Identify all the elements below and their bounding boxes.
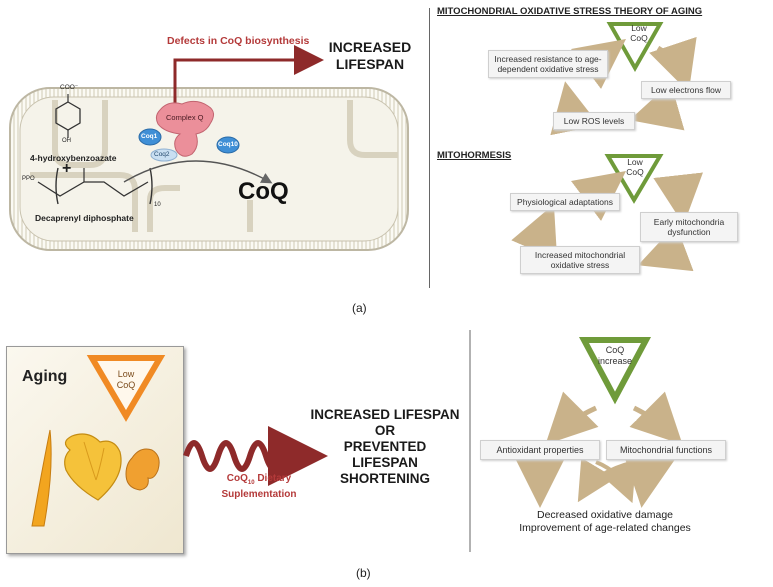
reaction-arrow (123, 160, 273, 184)
result-age-related: Improvement of age-related changes (519, 522, 691, 534)
supplement-dietary: Dietary (254, 473, 292, 484)
supplement-label: CoQ10 Dietary Suplementation (214, 473, 304, 501)
theory-triangle-line1: Low (631, 23, 647, 33)
coq1-label: Coq1 (141, 133, 158, 140)
aging-triangle-label: Low CoQ (104, 369, 148, 391)
molecule2-ppo: PPO (22, 176, 35, 182)
caption-b: (b) (356, 566, 371, 580)
outcome-line4: LIFESPAN (352, 455, 418, 470)
outcome-line2: OR (374, 423, 396, 438)
mitohormesis-title: MITOHORMESIS (437, 150, 512, 161)
defects-label: Defects in CoQ biosynthesis (167, 35, 310, 47)
supplement-coq-sub: 10 (247, 480, 255, 486)
coq-increase-label: CoQ increase (592, 345, 638, 367)
box-mitochondrial: Mitochondrial functions (606, 440, 726, 460)
outcome-line5: SHORTENING (339, 471, 430, 486)
increased-lifespan-a: INCREASED LIFESPAN (320, 39, 420, 73)
theory-box-ros: Low ROS levels (553, 112, 635, 130)
heart-icon (64, 433, 122, 501)
supplement-line2: Suplementation (221, 489, 297, 500)
coq10-label: Coq10 (218, 141, 238, 148)
mitohormesis-box-dysfunction: Early mitochondria dysfunction (640, 212, 738, 242)
coq10-icon (216, 136, 240, 154)
separator-top (429, 8, 430, 288)
coq-increase-line2: increase (597, 356, 633, 366)
molecule2-sub: 10 (154, 202, 161, 208)
aging-triangle-line2: CoQ (116, 380, 136, 390)
coq2-label: Coq2 (154, 151, 170, 158)
mitohormesis-box-stress: Increased mitochondrial oxidative stress (520, 246, 640, 274)
outcome-text: INCREASED LIFESPAN OR PREVENTED LIFESPAN… (310, 407, 460, 487)
molecule1-coo: COO⁻ (60, 84, 79, 91)
supplement-coq: CoQ (226, 473, 248, 484)
theory-box-resistance: Increased resistance to age-dependent ox… (488, 50, 608, 78)
coq-increase-triangle (578, 337, 652, 405)
coq2-icon (150, 148, 178, 162)
mitochondrion-cristae (30, 100, 398, 232)
aging-triangle-line1: Low (117, 369, 135, 379)
increased-lifespan-a-line1: INCREASED (328, 39, 412, 55)
supplement-line1: CoQ10 Dietary (214, 473, 304, 489)
theory-box-electrons: Low electrons flow (641, 81, 731, 99)
aging-triangle (86, 355, 166, 422)
muscle-icon (31, 429, 52, 527)
wavy-arrow (183, 426, 328, 486)
coq-increase-line1: CoQ (605, 345, 625, 355)
complex-q-icon (155, 100, 214, 157)
kidney-icon (125, 448, 160, 491)
mitohormesis-box-adaptations: Physiological adaptations (510, 193, 620, 211)
molecule2-label: Decaprenyl diphosphate (35, 213, 134, 223)
box-antioxidant: Antioxidant properties (480, 440, 600, 460)
aging-label: Aging (22, 368, 68, 385)
defects-arrow (173, 45, 324, 112)
increased-lifespan-a-line2: LIFESPAN (335, 56, 405, 72)
outcome-line1: INCREASED LIFESPAN (310, 407, 460, 422)
result-oxidative: Decreased oxidative damage (537, 509, 673, 521)
outcome-line3: PREVENTED (343, 439, 427, 454)
complex-q-label: Complex Q (166, 113, 204, 122)
mitohormesis-triangle-line2: CoQ (626, 167, 644, 177)
mitohormesis-triangle-line1: Low (627, 157, 643, 167)
theory-cycle (511, 22, 703, 272)
theory-title: MITOCHONDRIAL OXIDATIVE STRESS THEORY OF… (437, 6, 703, 17)
molecule1-oh: OH (62, 138, 71, 144)
theory-triangle-line2: CoQ (630, 33, 648, 43)
mitochondrion-illustration (9, 45, 409, 251)
coq-product: CoQ (238, 178, 289, 205)
caption-a: (a) (352, 301, 367, 315)
mitohormesis-triangle-label: Low CoQ (610, 157, 660, 177)
theory-triangle-label: Low CoQ (614, 23, 664, 43)
panel-b-graphics (31, 330, 683, 552)
coq1-icon (138, 128, 162, 146)
molecule1-label: 4-hydroxybenzoazate (30, 153, 117, 163)
plus-sign: + (62, 160, 72, 177)
